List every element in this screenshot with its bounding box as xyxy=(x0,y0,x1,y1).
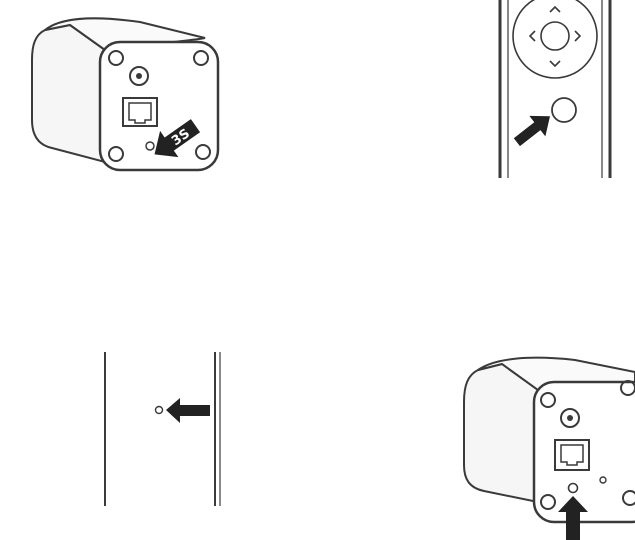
screw-icon xyxy=(108,146,124,162)
power-jack-icon xyxy=(129,66,149,86)
wall-mount-icon xyxy=(104,352,221,506)
screw-icon xyxy=(540,494,556,510)
step-1-camera-reset: 3S xyxy=(0,0,260,200)
camera-back-icon: 3S xyxy=(31,17,220,172)
step-4-camera-press xyxy=(440,330,635,540)
push-arrow-icon xyxy=(558,496,588,540)
camera-back-icon xyxy=(463,356,635,540)
screw-icon xyxy=(108,50,124,66)
remote-control-icon xyxy=(498,0,612,178)
remote-dpad-icon xyxy=(512,0,598,79)
reset-hole-icon xyxy=(567,482,579,494)
screw-icon xyxy=(540,392,556,408)
screw-icon xyxy=(620,380,635,396)
screw-icon xyxy=(622,490,635,506)
camera-side xyxy=(31,23,106,164)
ethernet-port-icon xyxy=(554,439,590,471)
screw-icon xyxy=(195,144,211,160)
push-arrow-icon xyxy=(513,115,550,147)
indicator-hole-icon xyxy=(599,476,607,484)
mount-hole-icon xyxy=(154,405,164,415)
power-jack-icon xyxy=(560,408,580,428)
screw-icon xyxy=(193,50,209,66)
slide-arrow-icon xyxy=(166,398,210,423)
reset-hole-icon xyxy=(145,141,155,151)
camera-side xyxy=(463,362,539,504)
step-3-mount-slide xyxy=(60,330,280,540)
ethernet-port-icon xyxy=(122,97,158,127)
step-2-remote-press xyxy=(440,0,635,200)
remote-button-icon xyxy=(551,97,577,123)
